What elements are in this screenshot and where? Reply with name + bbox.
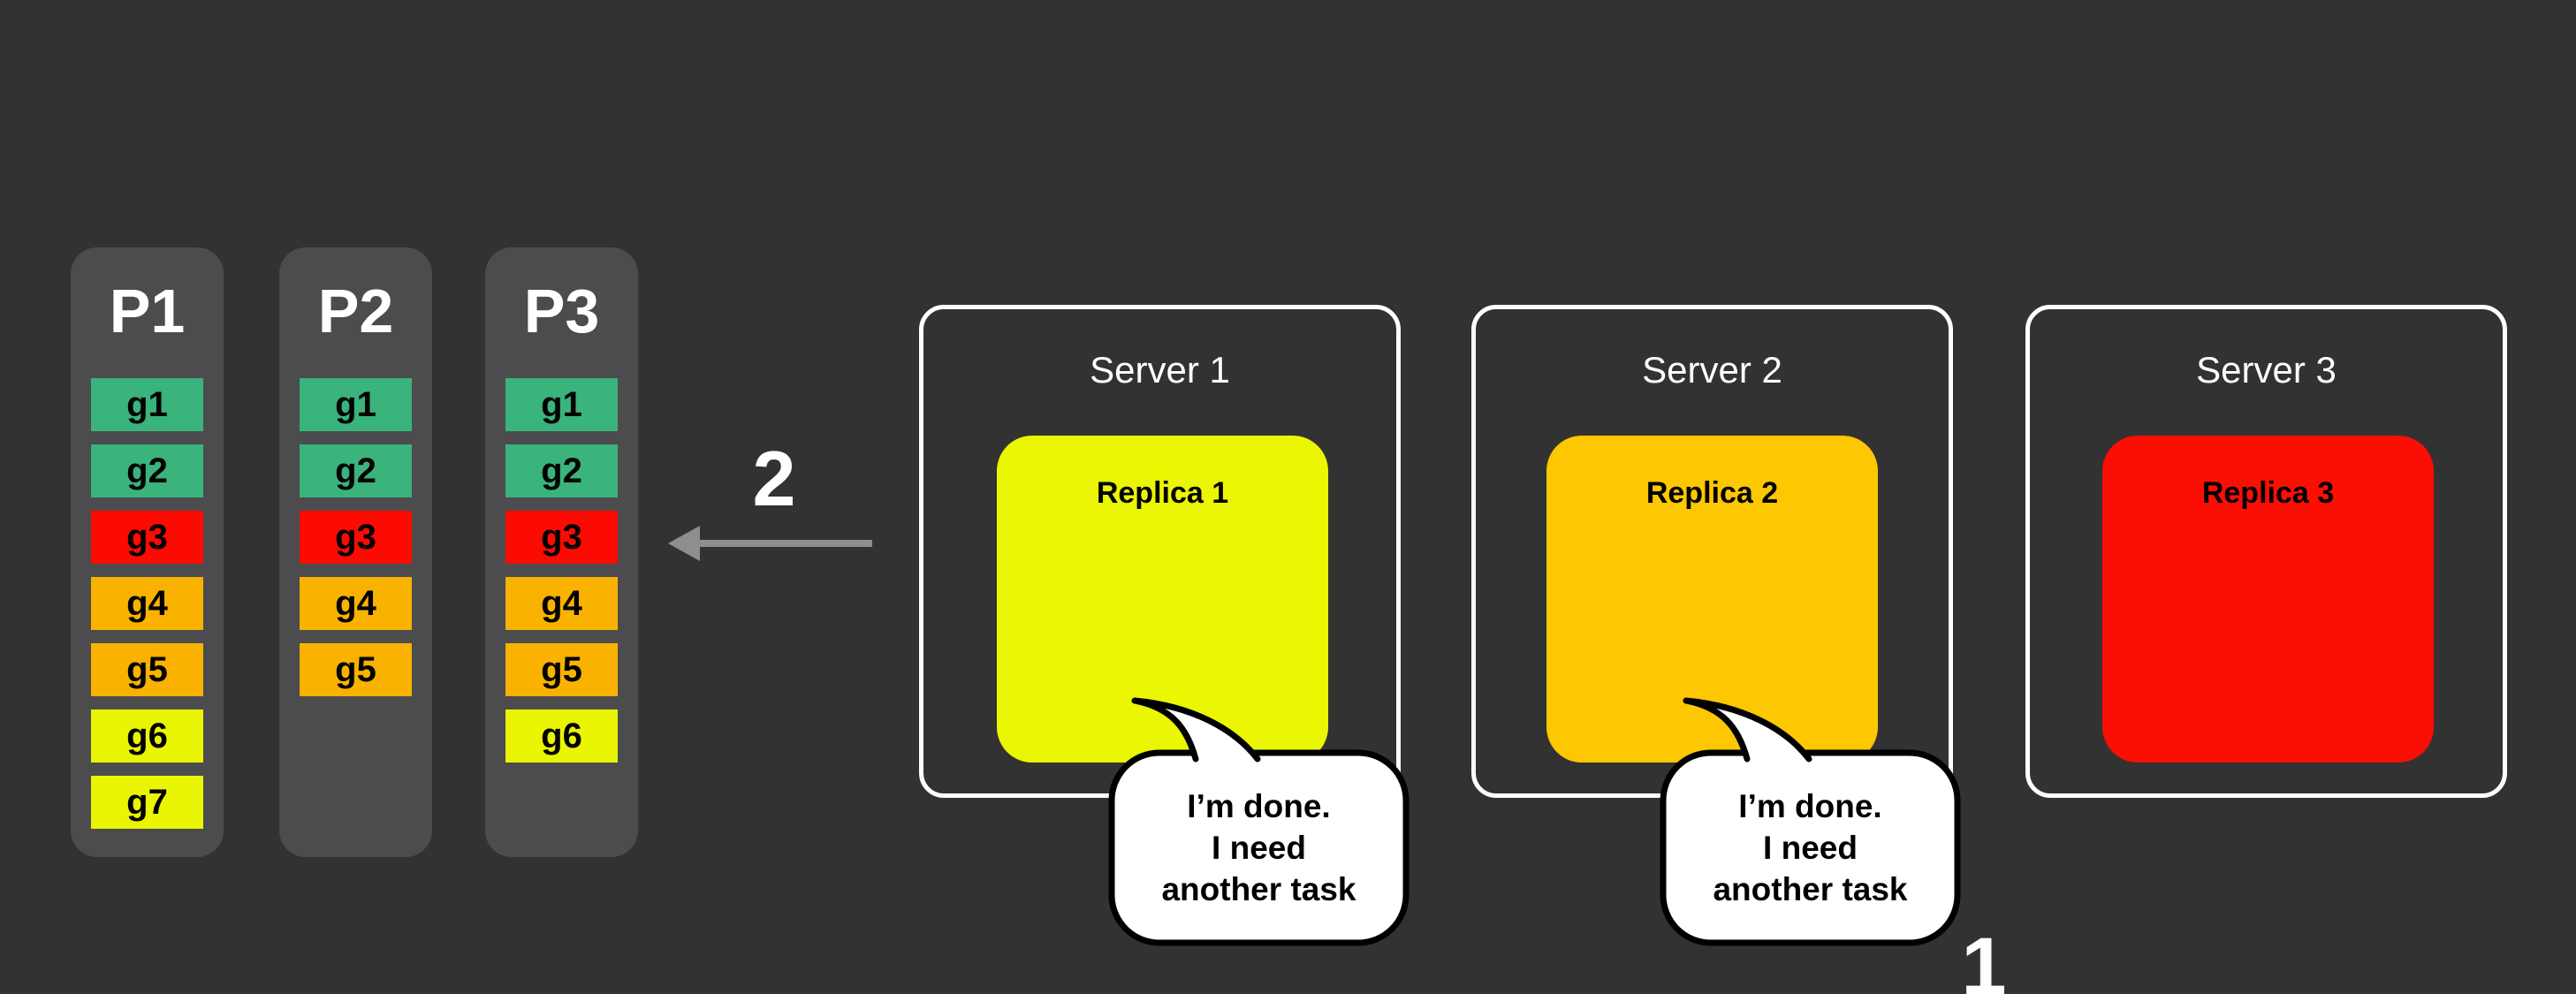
process-label: P1: [109, 277, 186, 345]
replica-label: Replica 3: [2201, 476, 2335, 510]
process-column-p1: P1 g1 g2 g3 g4 g5 g6 g7: [71, 247, 224, 857]
bubble-line: another task: [1713, 871, 1908, 907]
bubble-line: I need: [1763, 830, 1858, 866]
task-box-g2: g2: [91, 444, 203, 497]
left-arrow-line: [696, 540, 872, 547]
task-box-g1: g1: [91, 378, 203, 431]
speech-bubble-2-shape: [1660, 697, 1961, 946]
replica-box-3: Replica 3: [2102, 436, 2434, 763]
task-box-g4: g4: [505, 577, 618, 630]
task-box-g1: g1: [505, 378, 618, 431]
server-label: Server 2: [1642, 349, 1782, 391]
server-label: Server 3: [2196, 349, 2337, 391]
bubble-line: another task: [1161, 871, 1356, 907]
task-box-g4: g4: [300, 577, 412, 630]
task-box-g2: g2: [505, 444, 618, 497]
task-box-g4: g4: [91, 577, 203, 630]
server-label: Server 1: [1090, 349, 1230, 391]
task-box-g5: g5: [300, 643, 412, 696]
bubble-line: I’m done.: [1187, 788, 1331, 824]
bubble-line: I’m done.: [1738, 788, 1882, 824]
process-task-list: g1 g2 g3 g4 g5 g6: [485, 378, 638, 776]
speech-bubble-1-text: I’m done. I need another task: [1112, 753, 1406, 943]
left-arrow-head-icon: [668, 526, 700, 561]
task-box-g7: g7: [91, 776, 203, 829]
replica-label: Replica 1: [1096, 476, 1229, 510]
speech-bubble-1-shape: [1108, 697, 1410, 946]
task-box-g3: g3: [300, 511, 412, 564]
step-1-number: 1: [1961, 922, 2007, 994]
task-box-g6: g6: [91, 709, 203, 763]
replica-label: Replica 2: [1645, 476, 1779, 510]
server-box-3: Server 3: [2025, 305, 2507, 798]
process-label: P3: [523, 277, 600, 345]
task-box-g5: g5: [91, 643, 203, 696]
process-column-p3: P3 g1 g2 g3 g4 g5 g6: [485, 247, 638, 857]
process-task-list: g1 g2 g3 g4 g5 g6 g7: [71, 378, 224, 842]
step-2-number: 2: [752, 435, 796, 522]
process-task-list: g1 g2 g3 g4 g5: [279, 378, 432, 709]
process-column-p2: P2 g1 g2 g3 g4 g5: [279, 247, 432, 857]
task-box-g1: g1: [300, 378, 412, 431]
process-label: P2: [317, 277, 394, 345]
task-box-g6: g6: [505, 709, 618, 763]
task-box-g2: g2: [300, 444, 412, 497]
bubble-line: I need: [1212, 830, 1306, 866]
task-box-g3: g3: [91, 511, 203, 564]
speech-bubble-2-text: I’m done. I need another task: [1663, 753, 1957, 943]
task-box-g3: g3: [505, 511, 618, 564]
task-box-g5: g5: [505, 643, 618, 696]
